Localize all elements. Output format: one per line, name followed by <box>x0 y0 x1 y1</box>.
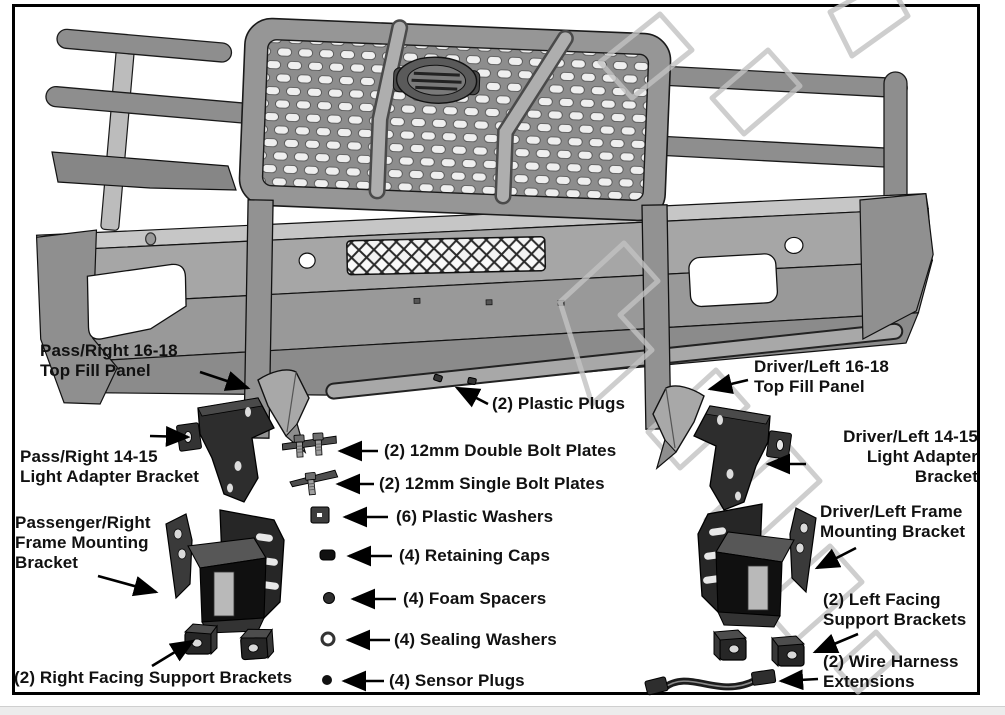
single-bolt-plate-icon <box>289 469 339 496</box>
front-bumper-illustration <box>35 17 934 439</box>
label-retaining-caps: (4) Retaining Caps <box>399 546 551 565</box>
right-facing-support-bracket-part <box>184 623 218 655</box>
label-driver-top-fill-panel: Driver/Left 16-18 Top Fill Panel <box>754 357 889 397</box>
right-light-cutout <box>688 253 779 308</box>
double-bolt-plate-icon <box>281 432 337 458</box>
left-facing-support-bracket-part <box>713 629 747 661</box>
label-driver-frame-bracket: Driver/Left Frame Mounting Bracket <box>820 502 966 542</box>
label-pass-frame-bracket: Passenger/Right Frame Mounting Bracket <box>15 513 151 573</box>
sensor-plug-icon <box>322 675 332 685</box>
label-right-support-brackets: (2) Right Facing Support Brackets <box>14 668 293 687</box>
label-foam-spacers: (4) Foam Spacers <box>403 589 547 608</box>
foam-spacer-icon <box>323 592 335 604</box>
right-facing-support-bracket-part <box>239 627 275 661</box>
wire-harness-part <box>644 669 777 696</box>
grille-guard <box>238 17 672 222</box>
label-sensor-plugs: (4) Sensor Plugs <box>389 671 525 690</box>
plastic-washer-icon <box>310 506 330 524</box>
pass-frame-mounting-bracket-part <box>165 509 285 634</box>
plastic-plug-icon <box>433 373 477 385</box>
sealing-washer-icon <box>320 631 336 647</box>
label-pass-light-adapter: Pass/Right 14-15 Light Adapter Bracket <box>20 447 200 487</box>
left-light-cutout <box>86 263 187 340</box>
callout-arrows <box>97 370 859 692</box>
page-bottom-strip <box>0 706 1005 715</box>
label-plastic-washers: (6) Plastic Washers <box>396 507 554 526</box>
label-plastic-plugs: (2) Plastic Plugs <box>492 394 626 413</box>
left-facing-support-bracket-part <box>771 635 805 667</box>
driver-frame-mounting-bracket-part <box>697 503 817 628</box>
label-wire-harness-extensions: (2) Wire Harness Extensions <box>823 652 959 692</box>
label-pass-top-fill-panel: Pass/Right 16-18 Top Fill Panel <box>40 341 178 381</box>
label-driver-light-adapter: Driver/Left 14-15 Light Adapter Bracket <box>843 427 978 487</box>
label-single-bolt-plates: (2) 12mm Single Bolt Plates <box>379 474 605 493</box>
label-left-support-brackets: (2) Left Facing Support Brackets <box>823 590 967 630</box>
label-sealing-washers: (4) Sealing Washers <box>394 630 557 649</box>
retaining-cap-icon <box>319 549 336 561</box>
driver-light-adapter-bracket-part <box>693 405 793 511</box>
label-double-bolt-plates: (2) 12mm Double Bolt Plates <box>384 441 617 460</box>
grille-emblem <box>392 56 481 104</box>
